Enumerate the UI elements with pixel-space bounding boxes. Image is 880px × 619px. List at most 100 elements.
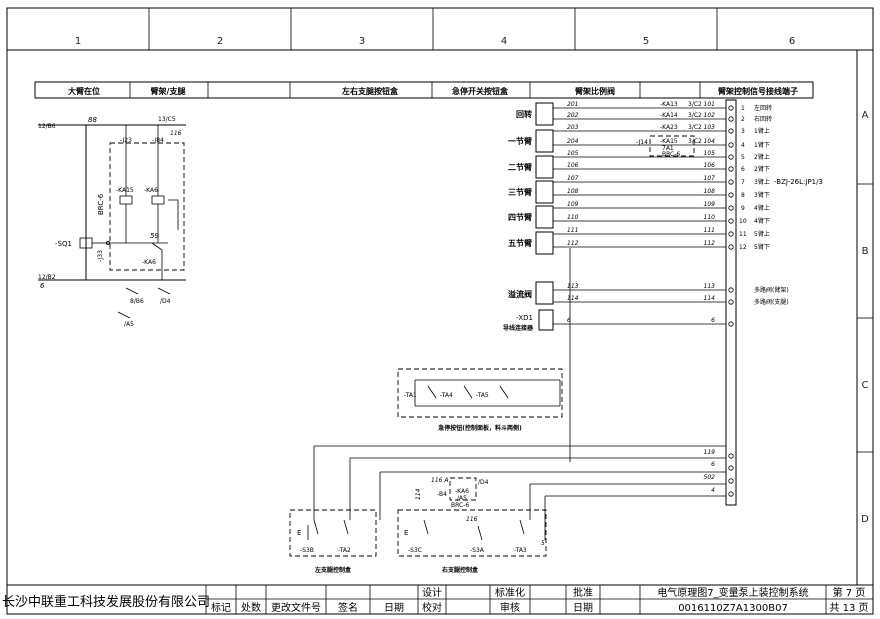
left-outrigger-dashed-box xyxy=(289,509,377,557)
valve-label-boom2: 二节臂 xyxy=(508,162,532,172)
terminal-wire-119: 119 xyxy=(704,449,716,456)
tb-design: 设计 xyxy=(422,586,442,599)
contact-ka23-ref: 3/C2 xyxy=(688,124,702,131)
contact-ka14-ref: 3/C2 xyxy=(688,112,702,119)
ka6-label-a: -KA6 xyxy=(144,187,158,194)
terminal-desc-7: 3臂上 xyxy=(754,178,770,186)
contact-ka15: -KA15 xyxy=(660,138,678,145)
connector-xd1 xyxy=(538,309,554,331)
terminal-wire-105: 105 xyxy=(704,150,716,157)
valve-slew xyxy=(535,102,554,126)
terminal-ref: -BZJ-26L:JP1/3 xyxy=(774,178,823,186)
column-zones: 1 2 3 4 5 6 xyxy=(75,8,795,50)
wire-105-left: 105 xyxy=(567,150,579,157)
function-header-bar: 大臂在位 臂架/支腿 左右支腿按钮盒 急停开关按钮盒 臂架比例阀 臂架控制信号接… xyxy=(34,81,814,99)
right-ka6-ref: /D4 xyxy=(478,479,489,486)
right-wire-5: 5 xyxy=(541,540,545,547)
connector-label-desc: 导线连接器 xyxy=(503,324,534,332)
terminal-desc-1: 左回转 xyxy=(754,104,772,112)
valve-boom5 xyxy=(535,231,554,255)
relay-box xyxy=(109,142,185,271)
terminal-num-9: 9 xyxy=(741,205,745,212)
terminal-num-8: 8 xyxy=(741,192,745,199)
brc-6-label: BRC-6 xyxy=(97,193,105,215)
terminal-desc-2: 右回转 xyxy=(754,115,772,123)
terminal-desc-12: 5臂下 xyxy=(754,243,770,251)
contact-box-brc: BRC-6 xyxy=(662,151,680,158)
right-outrigger-box: E 114 116 A -B4 -KA6 /D4 /A5 BRC-6 116 5… xyxy=(397,477,547,574)
terminal-desc-5: 2臂上 xyxy=(754,153,770,161)
terminal-num-5: 5 xyxy=(741,154,745,161)
sheet-total: 共 13 页 xyxy=(829,602,868,614)
contact-ka23: -KA23 xyxy=(660,124,678,131)
wire-204: 204 xyxy=(567,138,579,145)
terminal-desc-11: 5臂上 xyxy=(754,230,770,238)
terminal-num-2: 2 xyxy=(741,116,745,123)
terminal-wire-114: 114 xyxy=(704,295,716,302)
header-proportional-valve: 臂架比例阀 xyxy=(575,86,615,96)
header-terminal: 臂架控制信号接线端子 xyxy=(718,86,798,96)
ka15-label: -KA15 xyxy=(116,187,134,194)
terminal-desc-multi-boom: 多路阀(臂架) xyxy=(754,286,789,294)
wire-114-left: 114 xyxy=(567,295,579,302)
terminal-num-10: 10 xyxy=(739,218,747,225)
right-node-116: 116 xyxy=(466,516,478,523)
wire-113-left: 113 xyxy=(567,283,579,290)
contact-box-j14: -J14 xyxy=(636,139,648,146)
terminal-num-6: 6 xyxy=(741,166,745,173)
estop-dashed-box xyxy=(397,368,563,418)
terminal-wire-111: 111 xyxy=(704,227,715,234)
tb-check: 校对 xyxy=(422,601,442,614)
terminal-wire-113: 113 xyxy=(704,283,716,290)
terminal-desc-3: 1臂上 xyxy=(754,127,770,135)
valve-boom4 xyxy=(535,205,554,229)
right-node-116a: 116 A xyxy=(431,477,448,484)
j33-label: -J33 xyxy=(97,250,104,262)
tb-col-count: 处数 xyxy=(241,601,261,614)
terminal-wire-502: 502 xyxy=(704,474,716,481)
wire-202: 202 xyxy=(567,112,579,119)
terminal-num-11: 11 xyxy=(739,231,747,238)
proportional-valves: 回转 一节臂 二节臂 三节臂 四节臂 五节臂 201 202 203 204 1… xyxy=(508,101,726,255)
contact-ka13-ref: 3/C2 xyxy=(688,101,702,108)
terminal-wire-110: 110 xyxy=(704,214,716,221)
right-outrigger-caption: 右支腿控制盒 xyxy=(441,566,479,574)
tb-date: 日期 xyxy=(573,602,593,614)
ka15-coil xyxy=(119,195,133,205)
terminal-desc-4: 1臂下 xyxy=(754,141,770,149)
terminal-strip: 101 102 103 104 105 106 107 108 109 110 … xyxy=(503,99,823,506)
valve-label-boom1: 一节臂 xyxy=(508,136,532,146)
contact-ka15-ref: 3/C2 xyxy=(688,138,702,145)
wire-201: 201 xyxy=(567,101,578,108)
terminal-wire-4: 4 xyxy=(711,487,715,494)
tb-approve: 批准 xyxy=(573,586,593,599)
terminal-desc-8: 3臂下 xyxy=(754,191,770,199)
zone-row-a: A xyxy=(862,110,869,121)
wire-110-left: 110 xyxy=(567,214,579,221)
zone-col-4: 4 xyxy=(501,36,507,47)
wire-106-left: 106 xyxy=(567,162,579,169)
wire-112-left: 112 xyxy=(567,240,579,247)
terminal-wire-6a: 6 xyxy=(711,317,715,324)
connector-label-xd1: -XD1 xyxy=(516,314,533,322)
right-e-symbol: E xyxy=(404,529,408,537)
sheet-number: 第 7 页 xyxy=(833,586,866,599)
terminal-desc-10: 4臂下 xyxy=(754,217,770,225)
terminal-wire-107: 107 xyxy=(704,175,716,182)
valve-boom1 xyxy=(535,129,554,153)
tb-col-mark: 标记 xyxy=(211,602,231,614)
xref-a5: /A5 xyxy=(124,321,134,328)
node-59: 59 xyxy=(150,232,159,240)
ref-13-c5: 13/C5 xyxy=(158,116,176,123)
valve-label-relief: 溢流阀 xyxy=(508,289,532,299)
ka6-label-b: -KA6 xyxy=(142,259,156,266)
wire-108-left: 108 xyxy=(567,188,579,195)
right-ka6-brc: BRC-6 xyxy=(451,502,469,509)
header-outrigger-button-box: 左右支腿按钮盒 xyxy=(341,86,399,96)
valve-label-boom3: 三节臂 xyxy=(508,187,532,197)
right-outrigger-dashed-box xyxy=(397,509,547,557)
title-block: 长沙中联重工科技发展股份有限公司 标记 处数 更改文件号 签名 日期 设计 校对… xyxy=(2,584,873,614)
terminal-wire-109: 109 xyxy=(704,201,716,208)
valve-boom2 xyxy=(535,155,554,179)
terminal-desc-multi-outrigger: 多路阀(支腿) xyxy=(754,298,789,306)
